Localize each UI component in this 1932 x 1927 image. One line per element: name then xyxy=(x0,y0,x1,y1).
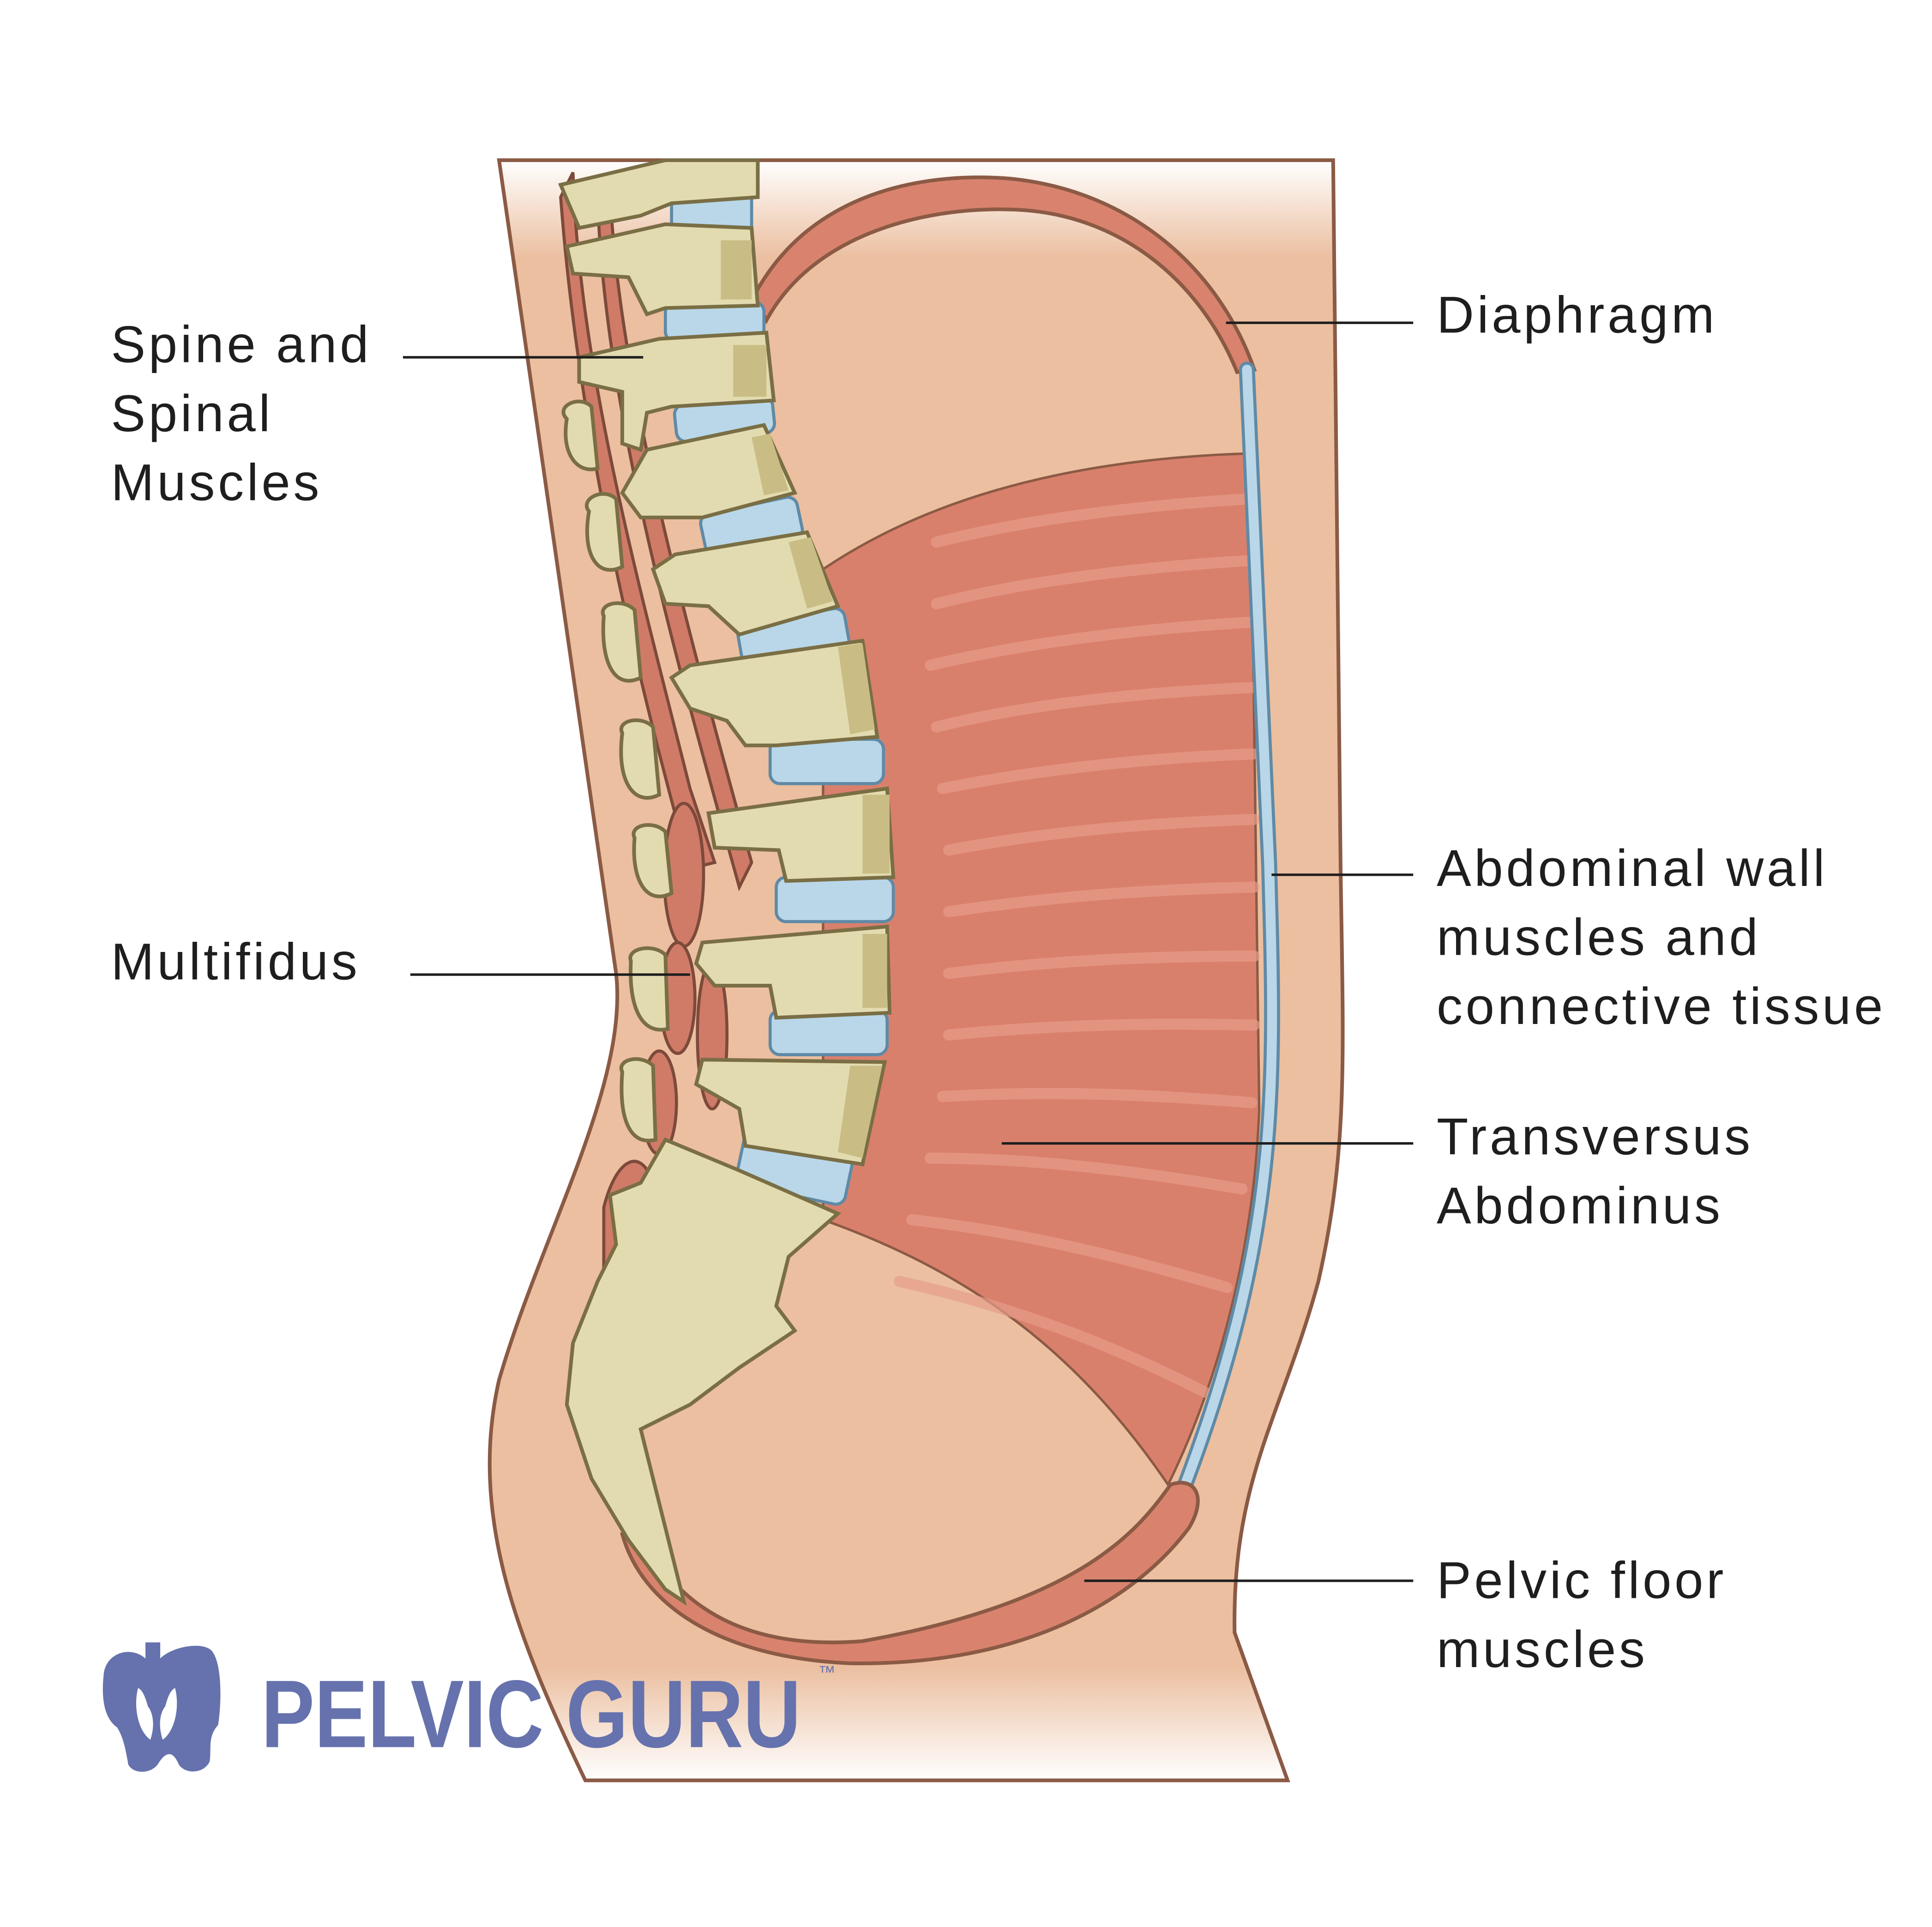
label-line: Spine and xyxy=(111,316,372,373)
vertebra xyxy=(669,638,879,747)
label-line: Transversus xyxy=(1437,1108,1753,1166)
label-line: muscles xyxy=(1437,1620,1648,1678)
label-line: Abdominal wall xyxy=(1437,839,1828,897)
label-line: Spinal xyxy=(111,385,273,442)
label-line: connective tissue xyxy=(1437,977,1886,1035)
spinous-processes xyxy=(561,399,674,1143)
label-diaphragm: Diaphragm xyxy=(1437,286,1717,344)
pelvis-logo-icon-cutout xyxy=(136,1688,177,1740)
sacrum xyxy=(565,1137,842,1606)
label-line: Multifidus xyxy=(111,933,360,991)
label-transversus: Transversus Abdominus xyxy=(1437,1108,1753,1234)
vertebra xyxy=(650,530,841,637)
label-line: muscles and xyxy=(1437,908,1761,966)
vertebra xyxy=(558,158,760,230)
label-abdominal-wall: Abdominal wall muscles and connective ti… xyxy=(1437,839,1886,1035)
spine xyxy=(558,158,896,1606)
logo-trademark: ™ xyxy=(818,1662,835,1682)
vertebra xyxy=(694,924,892,1020)
vertebra xyxy=(577,331,776,452)
logo-wordmark: PELVIC GURU xyxy=(261,1661,801,1768)
label-line: Abdominus xyxy=(1437,1177,1723,1234)
vertebra xyxy=(706,786,896,883)
pelvic-guru-logo: PELVIC GURU ™ xyxy=(102,1642,836,1772)
label-spine: Spine and Spinal Muscles xyxy=(111,316,372,512)
label-line: Pelvic floor xyxy=(1437,1551,1727,1609)
vertebra xyxy=(620,423,798,519)
pelvis-logo-icon xyxy=(102,1642,221,1772)
muscle-fibers xyxy=(894,493,1260,1398)
label-multifidus: Multifidus xyxy=(111,933,360,991)
label-line: Muscles xyxy=(111,454,322,512)
pelvic-floor-muscle xyxy=(620,1481,1200,1665)
vertebra xyxy=(565,222,760,317)
label-line: Diaphragm xyxy=(1437,286,1717,344)
abdominal-wall-fill xyxy=(1178,364,1277,1496)
vertebra xyxy=(694,1058,887,1167)
label-pelvic-floor: Pelvic floor muscles xyxy=(1437,1551,1727,1678)
